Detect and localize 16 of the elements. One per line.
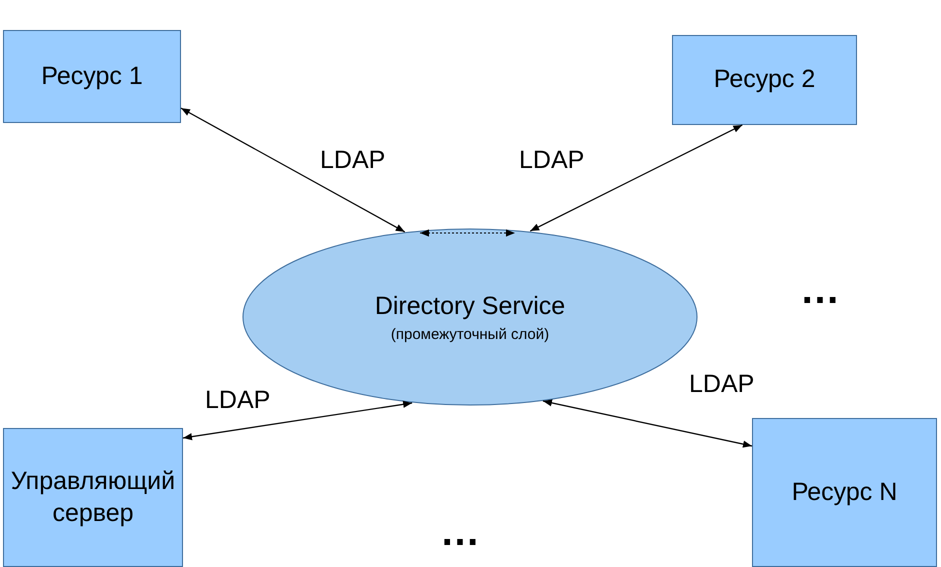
resource-box: [752, 418, 937, 567]
node-title: Ресурс N: [792, 476, 898, 508]
resource-box: [672, 35, 857, 125]
node-title: Управляющий сервер: [10, 466, 176, 528]
resource-box: [3, 30, 181, 123]
arrow: [180, 108, 406, 232]
arrow: [530, 124, 743, 232]
resource-box: [3, 428, 183, 567]
node-title: Ресурс 2: [714, 64, 816, 96]
node-title: Ресурс 1: [41, 60, 143, 92]
arrow: [542, 399, 752, 448]
node-subtitle: (промежуточный слой): [390, 326, 550, 344]
ellipsis-text: …: [440, 510, 482, 555]
ellipsis-text: …: [800, 268, 842, 313]
arrow: [182, 400, 412, 440]
node-title: Directory Service: [374, 290, 566, 322]
